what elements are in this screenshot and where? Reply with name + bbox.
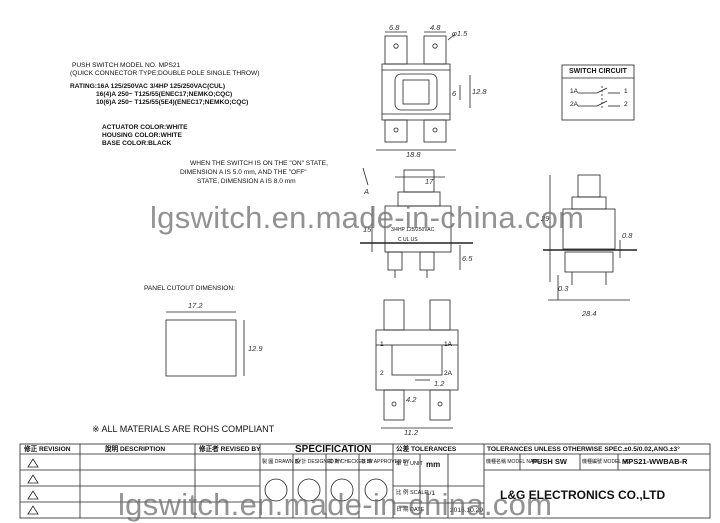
dim-4-2: 4.2 bbox=[406, 395, 417, 404]
dim-a: A bbox=[364, 187, 370, 196]
terminal-label-1a: 1A bbox=[444, 341, 453, 348]
circuit-1a: 1A bbox=[570, 88, 579, 95]
housing-color: HOUSING COLOR:WHITE bbox=[102, 132, 182, 139]
type-line: (QUICK CONNECTOR TYPE;DOUBLE POLE SINGLE… bbox=[70, 70, 260, 77]
dim-6-5: 6.5 bbox=[462, 254, 473, 263]
tb-tolerances-text: TOLERANCES UNLESS OTHERWISE SPEC.±0.5/0.… bbox=[487, 446, 680, 453]
rating-line-3: 10(6)A 250~ T125/55(5E4)(ENEC17;NEMKO;CQ… bbox=[96, 99, 249, 106]
title-block-grid bbox=[19, 443, 711, 519]
tb-model-no: MPS21-WWBAB-R bbox=[622, 457, 688, 466]
switch-circuit-title: SWITCH CIRCUIT bbox=[569, 68, 627, 75]
panel-cutout-title: PANEL CUTOUT DIMENSION: bbox=[144, 285, 235, 292]
dim-0-8: 0.8 bbox=[622, 231, 633, 240]
dim-6-8: 6.8 bbox=[389, 23, 400, 32]
tb-date: 2016.10.29 bbox=[450, 507, 484, 514]
tb-designed-by: 設 計 DESIGNED BY bbox=[295, 459, 342, 465]
tb-approved-by: 核 准 APPROVED BY bbox=[361, 459, 410, 465]
side-view bbox=[543, 174, 637, 301]
tb-unit: mm bbox=[426, 460, 441, 469]
panel-height: 12.9 bbox=[248, 344, 263, 353]
rating-line-2: 16(4)A 250~ T125/55(ENEC17;NEMKO;CQC) bbox=[96, 91, 233, 98]
tb-unit-label: 單 位 UNIT bbox=[396, 461, 423, 467]
tb-specification: SPECIFICATION bbox=[295, 444, 372, 455]
dim-4-8: 4.8 bbox=[430, 23, 441, 32]
dim-12-8: 12.8 bbox=[472, 87, 487, 96]
tb-tolerances-label: 公差 TOLERANCES bbox=[396, 446, 457, 453]
circuit-1: 1 bbox=[624, 88, 628, 95]
circuit-2: 2 bbox=[624, 101, 628, 108]
rating-line-1: RATING:16A 125/250VAC 3/4HP 125/250VAC(C… bbox=[70, 83, 226, 90]
tb-model-name: PUSH SW bbox=[532, 457, 568, 466]
terminal-label-2: 2 bbox=[380, 370, 384, 377]
circuit-2a: 2A bbox=[570, 101, 579, 108]
tb-revision-label: 修正 REVISION bbox=[24, 446, 71, 453]
dim-17: 17 bbox=[425, 177, 434, 186]
tb-description-label: 說明 DESCRIPTION bbox=[105, 446, 166, 453]
terminal-label-1: 1 bbox=[380, 341, 384, 348]
tb-checked-by: 檢 對 CHECKED BY bbox=[328, 459, 374, 465]
dim-29: 29 bbox=[541, 214, 550, 223]
tb-date-label: 日 期 DATE bbox=[396, 507, 425, 513]
model-line: PUSH SWITCH MODEL NO. MPS21 bbox=[72, 62, 181, 69]
actuator-color: ACTUATOR COLOR:WHITE bbox=[102, 124, 188, 131]
dim-0-3: 0.3 bbox=[558, 284, 569, 293]
dim-phi-1-5: φ1.5 bbox=[452, 29, 468, 38]
rohs-note: ※ ALL MATERIALS ARE ROHS COMPLIANT bbox=[92, 424, 275, 434]
body-rating-print: 3/4HP 125/250VAC bbox=[391, 227, 435, 233]
tb-model-name-label: 機種名稱 MODEL NAME bbox=[486, 459, 541, 465]
dim-11-2: 11.2 bbox=[404, 428, 419, 437]
dim-28-4: 28.4 bbox=[582, 309, 597, 318]
dim-18-8: 18.8 bbox=[406, 150, 421, 159]
watermark-middle: lgswitch.en.made-in-china.com bbox=[150, 200, 585, 235]
terminal-label-2a: 2A bbox=[444, 370, 453, 377]
tb-revised-by-label: 修正者 REVISED BY bbox=[199, 446, 261, 453]
note-line-3: STATE, DIMENSION A IS 8.0 mm bbox=[197, 178, 296, 185]
note-line-1: WHEN THE SWITCH IS ON THE "ON" STATE, bbox=[190, 160, 328, 167]
dim-15: 15 bbox=[363, 225, 372, 234]
tb-drawn-by: 製 圖 DRAWN BY bbox=[262, 459, 302, 465]
revision-markers bbox=[27, 458, 39, 515]
switch-circuit-box bbox=[561, 64, 635, 121]
note-line-2: DIMENSION A IS 5.0 mm, AND THE "OFF" bbox=[180, 169, 307, 176]
panel-cutout-rect bbox=[165, 311, 245, 377]
tb-model-no-label: 機種編號 MODEL NO. bbox=[582, 459, 632, 465]
panel-width: 17.2 bbox=[188, 301, 203, 310]
bottom-view bbox=[375, 299, 459, 429]
dim-1-2: 1.2 bbox=[434, 379, 445, 388]
watermark-bottom: lgswitch.en.made-in-china.com bbox=[118, 487, 553, 522]
body-mark-print: C UL US bbox=[398, 237, 418, 243]
dim-6: 6 bbox=[452, 89, 457, 98]
front-view bbox=[360, 167, 473, 278]
tb-scale: 1/1 bbox=[426, 490, 436, 497]
tb-company: L&G ELECTRONICS CO.,LTD bbox=[500, 488, 666, 502]
top-view bbox=[376, 31, 471, 151]
base-color: BASE COLOR:BLACK bbox=[102, 140, 172, 147]
tb-scale-label: 比 例 SCALE bbox=[396, 490, 429, 496]
